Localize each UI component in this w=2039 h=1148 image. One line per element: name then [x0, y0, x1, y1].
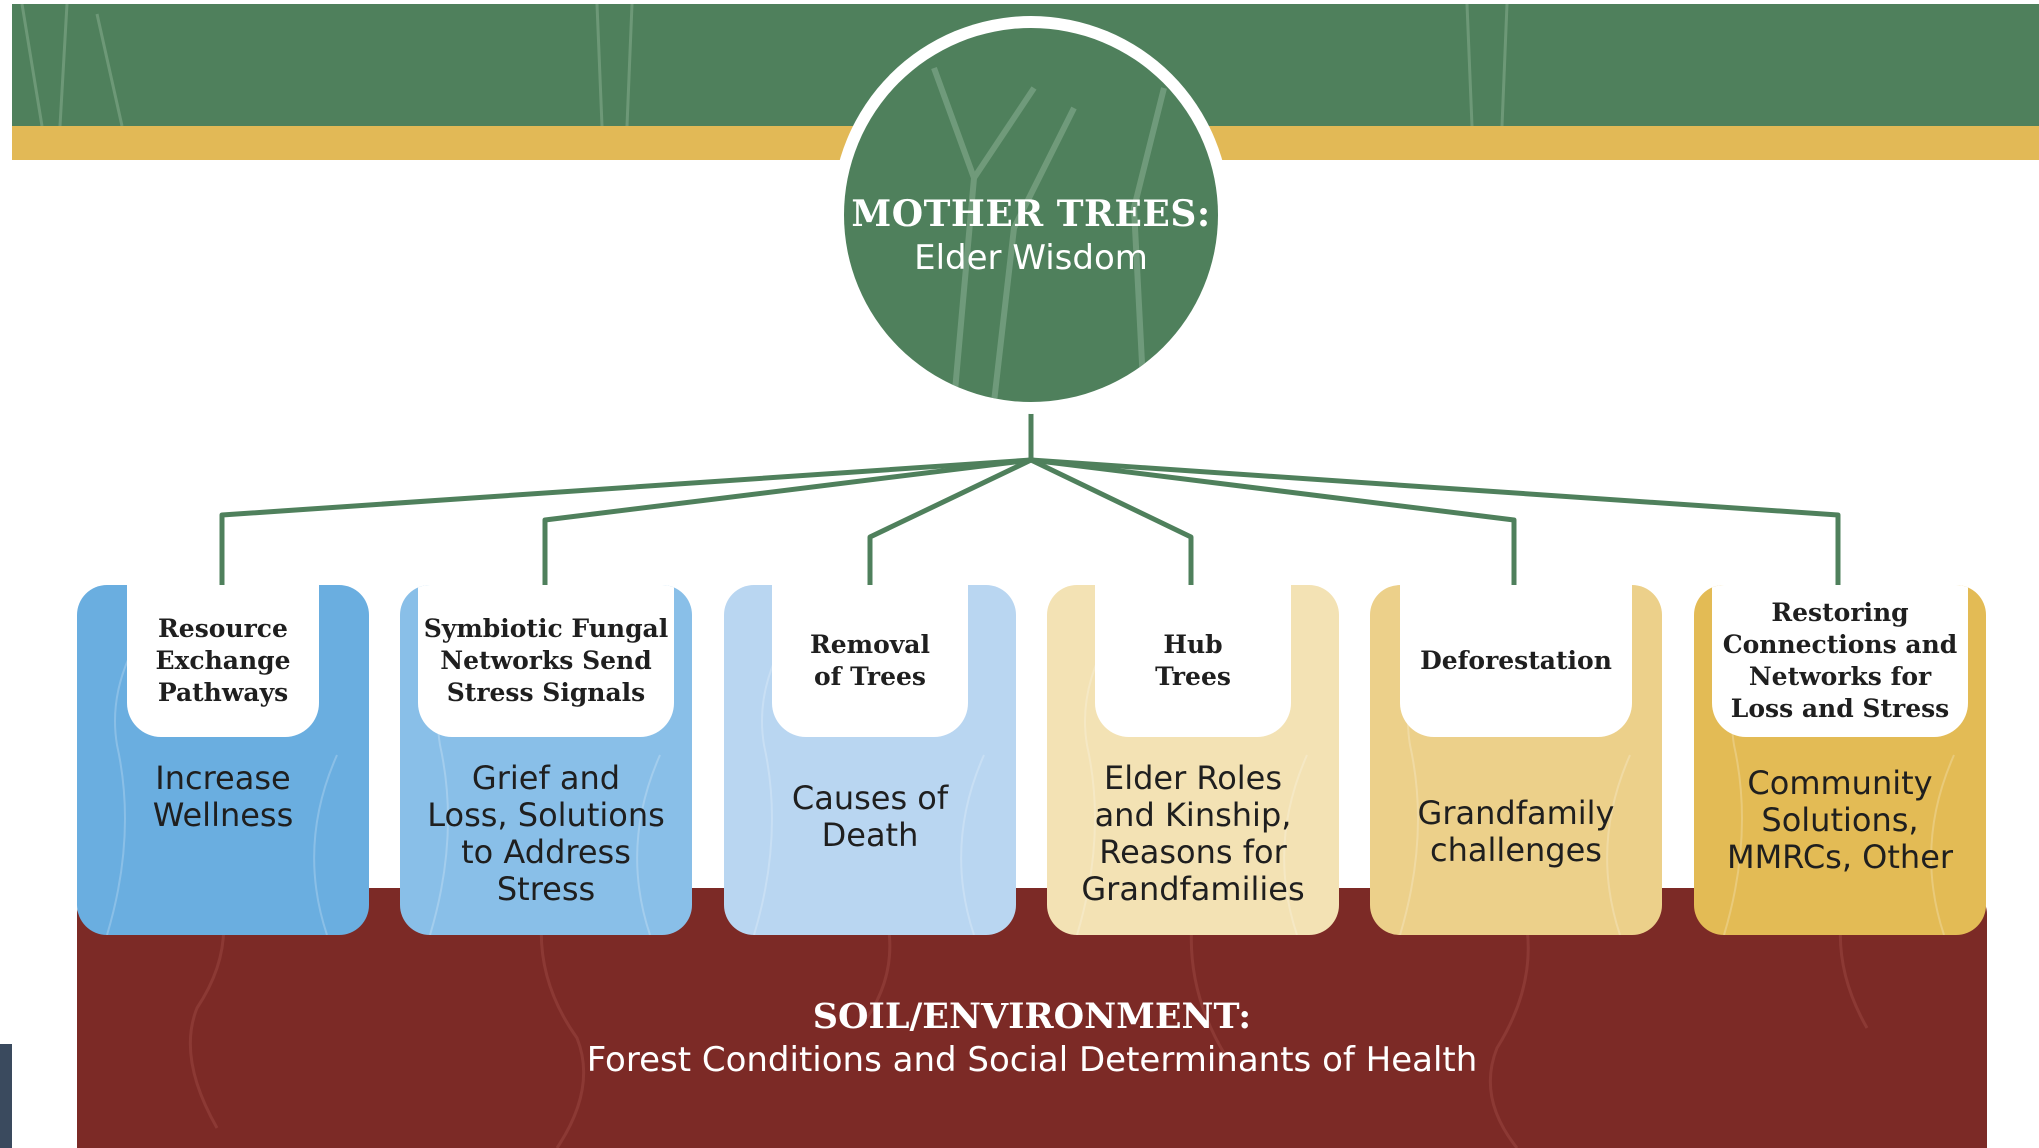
branch-outcome-label: Grandfamily challenges [1417, 794, 1615, 869]
branch-concept-label: Removal of Trees [809, 630, 931, 691]
card-texture [106, 624, 338, 935]
soil-environment-title: SOIL/ENVIRONMENT: [812, 996, 1252, 1037]
branch-outcome-label: Community Solutions, MMRCs, Other [1726, 764, 1954, 876]
branch-outcome-label: Elder Roles and Kinship, Reasons for Gra… [1081, 759, 1305, 908]
branch-card-tab: Resource Exchange Pathways [127, 585, 319, 737]
branch-concept-label: Deforestation [1420, 646, 1612, 675]
left-edge-marker [0, 1044, 12, 1148]
soil-environment-subtitle: Forest Conditions and Social Determinant… [586, 1040, 1478, 1080]
tree-illustration [931, 66, 1167, 402]
branch-card-tab: Removal of Trees [772, 585, 968, 737]
branch-card-tab: Restoring Connections and Networks for L… [1712, 585, 1968, 737]
branch-card-tab: Deforestation [1400, 585, 1632, 737]
mother-tree-circle: MOTHER TREES: Elder Wisdom [844, 28, 1218, 402]
branch-concept-label: Resource Exchange Pathways [155, 614, 291, 707]
branch-card: Symbiotic Fungal Networks Send Stress Si… [400, 585, 692, 935]
branch-outcome-label: Causes of Death [791, 779, 949, 854]
branch-card-tab: Hub Trees [1095, 585, 1291, 737]
branch-outcome-label: Grief and Loss, Solutions to Address Str… [427, 759, 665, 908]
branch-card-tab: Symbiotic Fungal Networks Send Stress Si… [418, 585, 674, 737]
soil-environment-panel: SOIL/ENVIRONMENT: Forest Conditions and … [77, 888, 1987, 1148]
mother-trees-title: MOTHER TREES: [851, 193, 1211, 235]
branch-concept-label: Symbiotic Fungal Networks Send Stress Si… [423, 614, 669, 707]
branch-outcome-label: Increase Wellness [152, 759, 294, 834]
branch-concept-label: Restoring Connections and Networks for L… [1722, 598, 1958, 723]
branch-concept-label: Hub Trees [1155, 630, 1231, 691]
branch-card: Restoring Connections and Networks for L… [1694, 585, 1986, 935]
mother-trees-subtitle: Elder Wisdom [914, 238, 1148, 278]
birch-texture-band [20, 4, 1509, 126]
